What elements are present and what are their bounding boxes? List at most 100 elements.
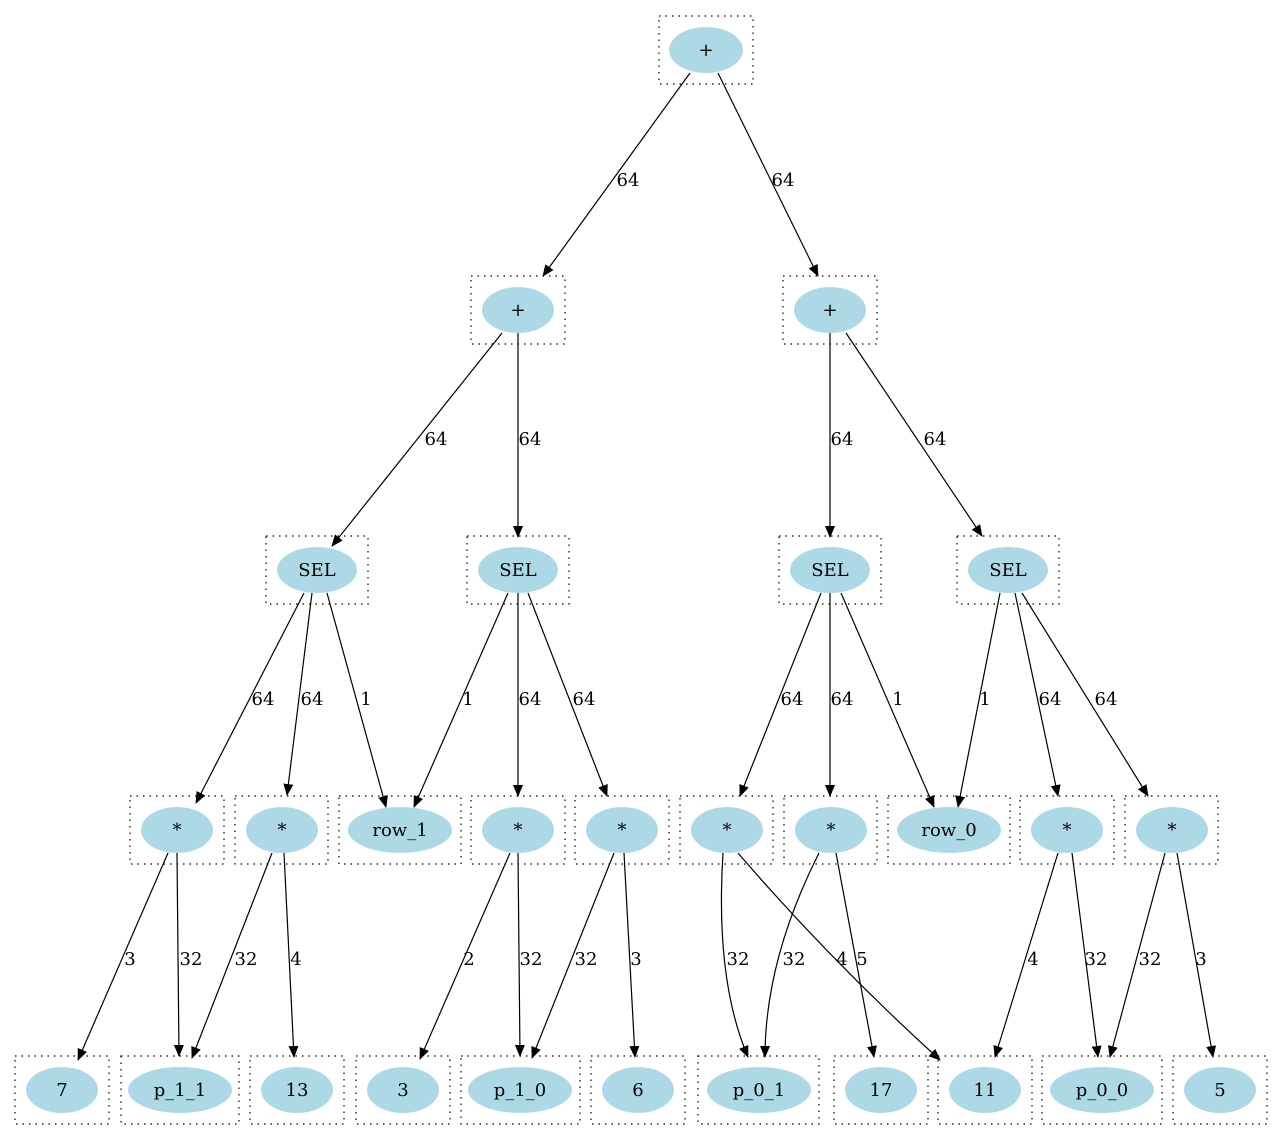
- node-ellipse: [26, 1067, 98, 1113]
- node-ellipse: [586, 807, 658, 853]
- cluster-box: [574, 795, 670, 865]
- edge-label: 32: [180, 949, 203, 970]
- node-label: 3: [397, 1080, 408, 1101]
- edge-plus_l-to-sel2: 64: [513, 333, 541, 538]
- edge-label: 32: [575, 949, 598, 970]
- cluster-box: [887, 795, 1011, 865]
- edge-label: 4: [290, 949, 301, 970]
- node-label: SEL: [811, 560, 848, 581]
- node-root: +: [658, 15, 754, 85]
- edge-line: [542, 72, 691, 277]
- edge-plus_r-to-sel3: 64: [825, 333, 853, 538]
- node-ellipse: [246, 807, 318, 853]
- node-label: *: [1168, 820, 1177, 841]
- edge-sel1-to-row_1: 1: [326, 592, 388, 808]
- node-m5: *: [679, 795, 774, 865]
- cluster-box: [355, 1055, 451, 1125]
- cluster-box: [937, 1055, 1033, 1125]
- cluster-box: [956, 535, 1060, 605]
- edge-root-to-plus_r: 64: [717, 72, 819, 277]
- node-m7: *: [1019, 795, 1115, 865]
- edge-label: 64: [252, 689, 275, 710]
- edge-label: 64: [1095, 689, 1118, 710]
- node-plus_r: +: [782, 275, 878, 345]
- edge-m2-to-c13: 4: [283, 852, 302, 1058]
- edge-root-to-plus_l: 64: [542, 72, 691, 277]
- edge-label: 64: [781, 689, 804, 710]
- node-c17: 17: [833, 1055, 929, 1125]
- cluster-box: [470, 795, 566, 865]
- edge-label: 3: [1195, 949, 1206, 970]
- edge-label: 3: [630, 949, 641, 970]
- node-label: row_0: [921, 820, 976, 841]
- edge-line: [835, 852, 877, 1058]
- node-m1: *: [129, 795, 225, 865]
- edge-sel4-to-row_0: 1: [955, 592, 1001, 808]
- edge-plus_r-to-sel4: 64: [845, 332, 983, 537]
- node-ellipse: [1031, 807, 1103, 853]
- node-label: SEL: [499, 560, 536, 581]
- node-ellipse: [691, 807, 763, 853]
- node-ellipse: [968, 547, 1048, 593]
- node-ellipse: [141, 807, 213, 853]
- node-label: *: [618, 820, 627, 841]
- edge-line: [993, 852, 1059, 1058]
- edge-label: 64: [924, 429, 947, 450]
- node-label: *: [514, 820, 523, 841]
- edge-line: [840, 592, 935, 808]
- edge-line: [1021, 592, 1149, 797]
- node-label: 11: [974, 1080, 997, 1101]
- cluster-box: [679, 795, 774, 865]
- cluster-box: [782, 275, 878, 345]
- edge-line: [173, 852, 184, 1057]
- edge-line: [1108, 852, 1166, 1058]
- edge-label: 64: [772, 170, 795, 191]
- node-label: 7: [56, 1080, 67, 1101]
- node-label: SEL: [989, 560, 1026, 581]
- cluster-box: [120, 1055, 240, 1125]
- edge-label: 1: [892, 689, 903, 710]
- cluster-box: [1041, 1055, 1163, 1125]
- cluster-box: [783, 795, 878, 865]
- node-p_0_1: p_0_1: [697, 1055, 820, 1125]
- node-sel2: SEL: [466, 535, 570, 605]
- edge-sel3-to-m5: 64: [739, 592, 822, 797]
- cluster-box: [466, 535, 570, 605]
- node-ellipse: [478, 547, 558, 593]
- node-p_1_0: p_1_0: [460, 1055, 581, 1125]
- node-sel4: SEL: [956, 535, 1060, 605]
- node-ellipse: [261, 1067, 333, 1113]
- node-ellipse: [795, 807, 867, 853]
- cluster-box: [778, 535, 882, 605]
- edge-label: 64: [519, 689, 542, 710]
- edge-line: [419, 852, 511, 1060]
- node-row_1: row_1: [338, 795, 462, 865]
- edge-plus_l-to-sel1: 64: [331, 332, 503, 547]
- cluster-box: [338, 795, 462, 865]
- node-label: row_1: [372, 820, 427, 841]
- node-ellipse: [1050, 1067, 1154, 1113]
- edge-label: 64: [425, 429, 448, 450]
- edge-m4-to-p_1_0: 32: [531, 852, 615, 1059]
- node-row_0: row_0: [887, 795, 1011, 865]
- cluster-box: [1172, 1055, 1268, 1125]
- edge-sel4-to-m8: 64: [1021, 592, 1149, 797]
- node-m4: *: [574, 795, 670, 865]
- node-label: p_0_1: [733, 1080, 785, 1101]
- node-ellipse: [277, 547, 357, 593]
- node-label: 17: [870, 1080, 893, 1101]
- node-label: +: [698, 40, 713, 61]
- edge-line: [283, 852, 299, 1058]
- cluster-box: [460, 1055, 581, 1125]
- edge-sel1-to-m1: 64: [195, 592, 305, 804]
- node-c5: 5: [1172, 1055, 1268, 1125]
- node-label: *: [723, 820, 732, 841]
- node-ellipse: [707, 1067, 811, 1113]
- edge-m1-to-p_1_1: 32: [173, 852, 203, 1057]
- node-label: 13: [286, 1080, 309, 1101]
- node-label: *: [278, 820, 287, 841]
- edge-line: [326, 592, 388, 808]
- edge-line: [955, 592, 1001, 808]
